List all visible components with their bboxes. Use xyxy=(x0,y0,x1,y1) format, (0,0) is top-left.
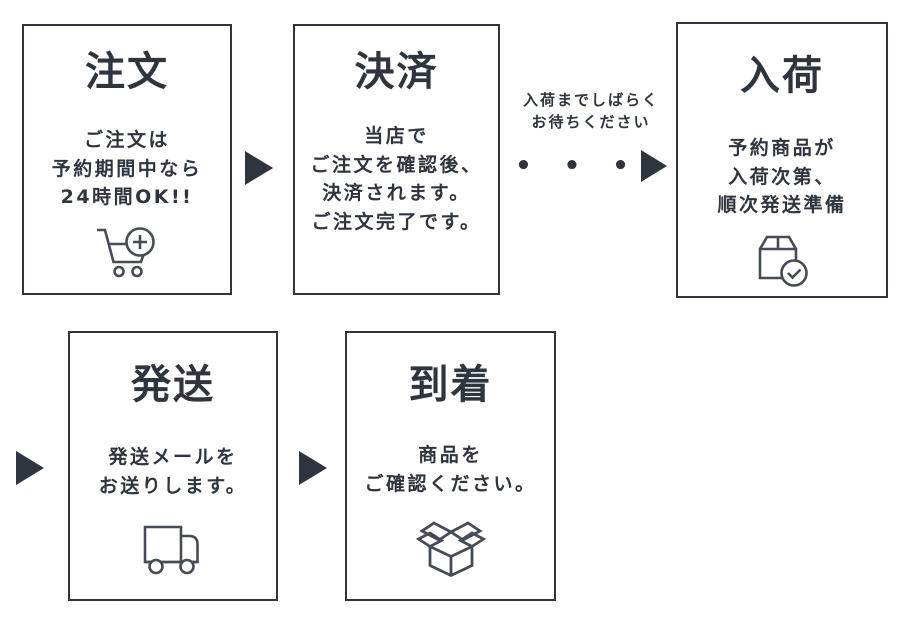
step-description-line: ご確認ください。 xyxy=(364,472,537,495)
wait-note-text: 入荷までしばらく お待ちください xyxy=(503,90,679,134)
step-description-arrival: 商品を ご確認ください。 xyxy=(364,441,536,498)
cart-plus-icon xyxy=(94,222,160,278)
step-description-line: 入荷次第、 xyxy=(728,165,836,188)
wait-dots-row: ••• xyxy=(503,149,679,182)
step-description-line: 予約期間中なら xyxy=(51,157,203,180)
step-description-line: ご注文を確認後、 xyxy=(310,153,483,176)
arrow-right-icon xyxy=(245,151,273,185)
step-title-shipping: 発送 xyxy=(131,362,215,408)
step-description-line: 順次発送準備 xyxy=(717,194,847,216)
step-description-payment: 当店で ご注文を確認後、 決済されます。 ご注文完了です。 xyxy=(310,122,482,236)
wait-note: 入荷までしばらく お待ちください ••• xyxy=(503,90,679,182)
step-card-payment: 決済 当店で ご注文を確認後、 決済されます。 ご注文完了です。 xyxy=(293,24,500,295)
step-description-order: ご注文は 予約期間中なら 24時間OK!! xyxy=(52,126,203,212)
arrow-right-icon xyxy=(16,451,44,485)
step-description-line: ご注文は xyxy=(83,129,170,151)
step-description-line: ご注文完了です。 xyxy=(311,210,482,233)
step-card-stock: 入荷 予約商品が 入荷次第、 順次発送準備 xyxy=(676,22,888,298)
step-card-shipping: 発送 発送メールを お送りします。 xyxy=(68,331,278,601)
step-title-stock: 入荷 xyxy=(740,53,824,99)
arrow-right-icon xyxy=(299,451,327,485)
step-description-line: 24時間OK!! xyxy=(60,186,194,208)
arrow-right-icon xyxy=(640,149,667,182)
step-card-arrival: 到着 商品を ご確認ください。 xyxy=(345,331,556,601)
step-description-stock: 予約商品が 入荷次第、 順次発送準備 xyxy=(717,134,846,220)
step-description-line: 商品を xyxy=(418,444,483,466)
step-title-payment: 決済 xyxy=(354,49,439,95)
step-description-line: 予約商品が xyxy=(728,137,836,159)
box-check-icon xyxy=(752,230,812,288)
step-card-order: 注文 ご注文は 予約期間中なら 24時間OK!! xyxy=(22,24,232,295)
step-description-shipping: 発送メールを お送りします。 xyxy=(99,443,248,500)
wait-note-line: お待ちください xyxy=(531,112,651,131)
step-title-arrival: 到着 xyxy=(408,362,493,408)
wait-note-line: 入荷までしばらく xyxy=(522,91,659,109)
step-description-line: 決済されます。 xyxy=(322,182,471,204)
step-description-line: お送りします。 xyxy=(98,474,248,497)
step-description-line: 当店で xyxy=(364,125,429,147)
step-description-line: 発送メールを xyxy=(108,446,238,468)
step-title-order: 注文 xyxy=(85,49,169,95)
truck-icon xyxy=(140,520,206,578)
open-box-icon xyxy=(415,512,486,580)
ellipsis-dots: ••• xyxy=(515,150,661,181)
